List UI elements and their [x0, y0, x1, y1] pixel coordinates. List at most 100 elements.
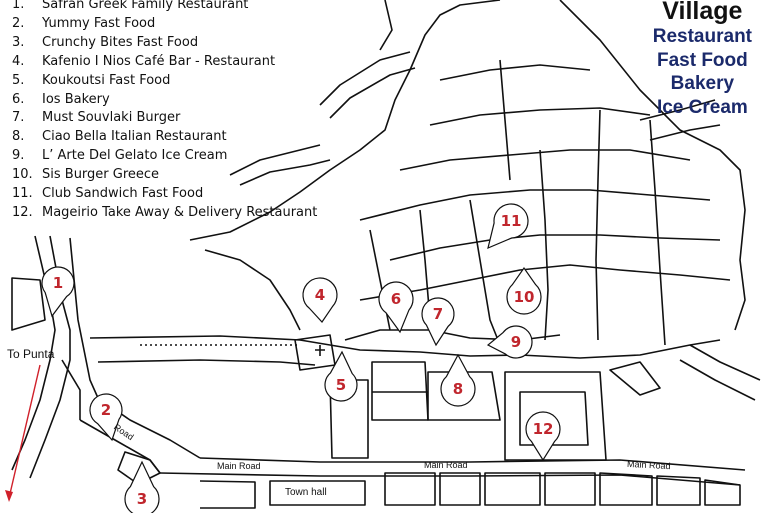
- legend-number: 6.: [12, 91, 25, 107]
- marker-number-4: 4: [315, 286, 325, 304]
- legend-item: 12. Mageirio Take Away & Delivery Restaur…: [12, 204, 317, 223]
- building-s-6: [656, 475, 701, 506]
- legend-item: 7. Must Souvlaki Burger: [12, 109, 317, 128]
- legend-number: 4.: [12, 53, 25, 69]
- legend-name: Must Souvlaki Burger: [42, 110, 181, 126]
- legend-number: 5.: [12, 72, 25, 88]
- east-lower-road-a: [689, 344, 761, 381]
- marker-pin-3: [124, 460, 160, 513]
- building-s-5: [599, 472, 653, 506]
- legend-item: 1.Safran Greek Family Restaurant: [12, 0, 317, 15]
- marker-pin-7: [421, 297, 455, 347]
- east-lower-road-b: [679, 359, 756, 401]
- main-road-north-edge: [199, 457, 746, 471]
- title-category-restaurant: Restaurant: [652, 26, 752, 47]
- marker-number-1: 1: [53, 274, 63, 292]
- village-inner-upper4: [439, 64, 591, 81]
- village-inner-upper2: [399, 149, 691, 171]
- marker-number-11: 11: [501, 212, 522, 230]
- legend-number: 8.: [12, 129, 25, 145]
- building-s-3: [484, 472, 541, 506]
- building-s-4: [544, 472, 596, 506]
- legend-number: 7.: [12, 110, 25, 126]
- village-outline-east: [559, 0, 746, 331]
- legend-item: 5. Koukoutsi Fast Food: [12, 72, 317, 91]
- north-road-a: [319, 51, 411, 106]
- marker-pin-8: [440, 353, 476, 407]
- legend-item: 10. Sis Burger Greece: [12, 166, 317, 185]
- marker-number-12: 12: [533, 420, 554, 438]
- village-inner-mid2: [389, 234, 721, 261]
- legend-name: Koukoutsi Fast Food: [42, 72, 171, 88]
- village-lane-d: [649, 119, 666, 346]
- legend-number: 3.: [12, 34, 25, 50]
- marker-pin-4: [302, 277, 338, 323]
- village-road-west: [204, 249, 301, 331]
- village-outline-west: [189, 0, 501, 241]
- to-punta-arrow: [5, 364, 41, 502]
- legend-item: 3. Crunchy Bites Fast Food: [12, 34, 317, 53]
- block-south-1: [371, 361, 429, 421]
- village-lane-g: [499, 59, 511, 181]
- main-road-label-west: Main Road: [217, 461, 261, 471]
- building-s-2: [439, 472, 481, 506]
- legend-name: Mageirio Take Away & Delivery Restaurant: [42, 204, 318, 220]
- title-category-ice-cream: Ice Cream: [656, 96, 748, 118]
- marker-number-2: 2: [101, 401, 111, 419]
- legend-name: Ciao Bella Italian Restaurant: [42, 129, 227, 145]
- marker-pin-11: [487, 203, 529, 250]
- legend-name: Sis Burger Greece: [42, 167, 160, 183]
- building-sw-1: [199, 480, 256, 509]
- north-road-c: [379, 0, 393, 51]
- legend-item: 11. Club Sandwich Fast Food: [12, 185, 317, 204]
- legend-item: 6. Ios Bakery: [12, 91, 317, 110]
- lower-road-south: [97, 359, 316, 366]
- main-road-label-center: Main Road: [424, 460, 468, 470]
- town-hall-label: Town hall: [285, 487, 327, 498]
- legend-item: 9. L’ Arte Del Gelato Ice Cream: [12, 147, 317, 166]
- town-hall-building: [269, 480, 366, 506]
- title-category-bakery: Bakery: [670, 73, 735, 94]
- legend-number: 1.: [12, 0, 25, 12]
- village-inner-upper: [359, 189, 711, 221]
- east-road-a: [639, 99, 716, 121]
- marker-pin-10: [506, 266, 542, 315]
- legend-item: 4. Kafenio I Nios Café Bar - Restaurant: [12, 53, 317, 72]
- marker-number-9: 9: [511, 333, 521, 351]
- marker-pin-9: [486, 325, 533, 359]
- legend-number: 12.: [12, 204, 33, 220]
- legend-name: Club Sandwich Fast Food: [42, 186, 204, 202]
- building-s-7: [704, 479, 741, 506]
- marker-number-7: 7: [433, 305, 443, 323]
- marker-pin-6: [378, 281, 414, 334]
- legend-number: 10.: [12, 167, 33, 183]
- map-title: Village Restaurant Fast Food Bakery Ice …: [653, 0, 752, 119]
- block-south-4: [504, 371, 607, 461]
- block-west: [11, 277, 46, 331]
- legend-name: L’ Arte Del Gelato Ice Cream: [42, 148, 228, 164]
- marker-number-8: 8: [453, 380, 463, 398]
- legend-number: 9.: [12, 148, 25, 164]
- marker-number-5: 5: [336, 376, 346, 394]
- church-cross: [315, 345, 325, 356]
- north-road-e: [239, 159, 331, 186]
- west-road-edge-d: [61, 359, 81, 420]
- legend-number: 11.: [12, 186, 33, 202]
- block-east-lower: [609, 361, 661, 396]
- legend-item: 8. Ciao Bella Italian Restaurant: [12, 128, 317, 147]
- block-south-5: [519, 391, 589, 446]
- marker-pin-12: [525, 411, 561, 462]
- village-inner-upper3: [429, 107, 651, 126]
- legend-number: 2.: [12, 15, 25, 31]
- legend-name: Ios Bakery: [42, 91, 110, 107]
- block-south-2: [427, 371, 501, 421]
- north-road-d: [229, 144, 321, 176]
- legend-item: 2.Yummy Fast Food: [12, 15, 317, 34]
- east-road-b: [649, 124, 721, 141]
- legend-name: Kafenio I Nios Café Bar - Restaurant: [42, 53, 276, 69]
- marker-number-3: 3: [137, 490, 147, 508]
- title-village: Village: [662, 0, 743, 25]
- legend-name: Crunchy Bites Fast Food: [42, 34, 199, 50]
